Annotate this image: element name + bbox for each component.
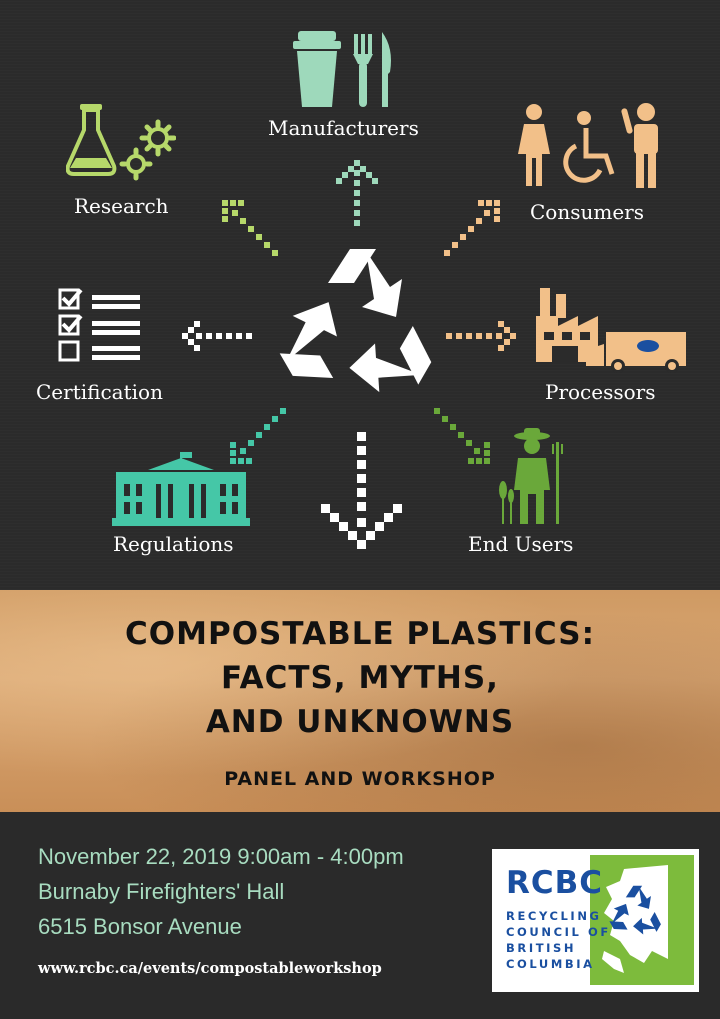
event-address: 6515 Bonsor Avenue [38, 914, 242, 939]
event-info-panel: November 22, 2019 9:00am - 4:00pm Burnab… [0, 812, 720, 1019]
checklist-icon [58, 288, 140, 362]
people-accessibility-icon [518, 103, 658, 188]
government-building-icon [112, 452, 250, 526]
cup-cutlery-icon [293, 31, 391, 107]
event-datetime: November 22, 2019 9:00am - 4:00pm [38, 844, 404, 869]
arrow-to-research [222, 200, 278, 256]
node-label-certification: Certification [36, 380, 163, 404]
logo-line1: RECYCLING [506, 909, 602, 923]
title-banner: COMPOSTABLE PLASTICS: FACTS, MYTHS, AND … [0, 590, 720, 812]
event-url-link[interactable]: www.rcbc.ca/events/compostableworkshop [38, 960, 382, 977]
farmer-icon [499, 428, 563, 524]
banner-title-line2: FACTS, MYTHS, [221, 660, 499, 696]
banner-subtitle: PANEL AND WORKSHOP [224, 768, 496, 790]
recycle-icon [279, 249, 432, 393]
logo-line4: COLUMBIA [506, 957, 595, 971]
logo-acronym: RCBC [506, 865, 603, 901]
arrow-to-manufacturers [336, 160, 378, 226]
event-venue: Burnaby Firefighters' Hall [38, 879, 285, 904]
arrow-to-regulations [230, 408, 286, 464]
arrow-to-certification [182, 321, 252, 351]
arrow-to-consumers [444, 200, 500, 256]
node-label-consumers: Consumers [530, 200, 644, 224]
british-columbia-map-icon [590, 855, 694, 985]
node-label-research: Research [74, 194, 169, 218]
arrow-to-bottom [321, 432, 402, 549]
logo-line2: COUNCIL OF [506, 925, 611, 939]
arrow-to-end-users [434, 408, 490, 464]
flask-gears-icon [66, 104, 176, 181]
logo-line3: BRITISH [506, 941, 577, 955]
node-label-manufacturers: Manufacturers [268, 116, 419, 140]
arrow-to-processors [446, 321, 516, 351]
banner-title-line1: COMPOSTABLE PLASTICS: [125, 616, 595, 652]
banner-title-line3: AND UNKNOWNS [205, 704, 515, 740]
node-label-end-users: End Users [468, 532, 574, 556]
node-label-regulations: Regulations [113, 532, 234, 556]
diagram-panel: Manufacturers Research [0, 0, 720, 590]
node-label-processors: Processors [545, 380, 656, 404]
factory-truck-icon [536, 288, 686, 373]
rcbc-logo: RCBC RECYCLING COUNCIL OF BRITISH COLUMB… [492, 849, 699, 992]
